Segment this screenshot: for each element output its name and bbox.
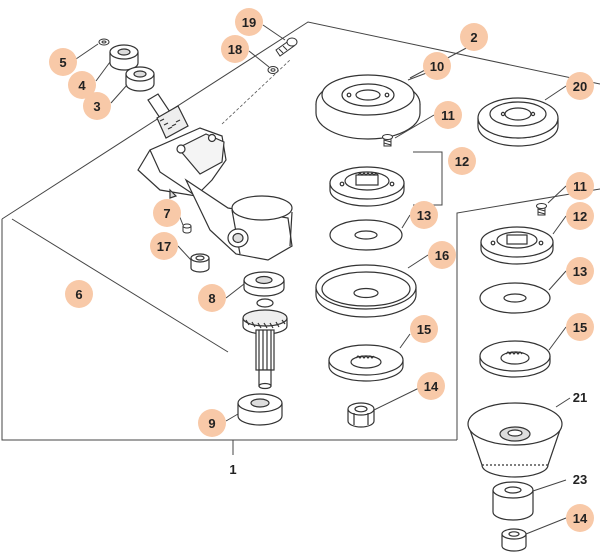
callout-4-label: 4 [78,78,86,93]
callout-7-label: 7 [163,206,170,221]
callout-15a-label: 15 [417,322,431,337]
label-1: 1 [229,462,236,477]
callout-4: 4 [68,71,96,99]
callout-5: 5 [49,48,77,76]
callout-10-label: 10 [430,59,444,74]
callout-16-label: 16 [435,248,449,263]
callout-2: 2 [460,23,488,51]
part-gear-housing [137,127,293,261]
callout-6-label: 6 [75,287,82,302]
part-screw-17 [190,253,210,273]
part-screw-11-right [536,203,547,216]
callout-3: 3 [83,92,111,120]
callout-15b: 15 [566,313,594,341]
callout-18-label: 18 [228,42,242,57]
callout-9-label: 9 [208,416,215,431]
part-disc-16 [315,264,417,318]
part-gear-shaft [242,298,288,390]
part-flange-10 [315,74,421,140]
part-thrust-plate-12 [329,166,405,207]
part-bearing-4 [109,44,139,71]
callout-18: 18 [221,35,249,63]
callout-14b-label: 14 [573,511,588,526]
part-bearing-3 [125,66,155,92]
callout-badges: 2 10 20 11 12 13 16 15 14 11 12 13 15 14… [49,8,594,532]
callout-19-label: 19 [242,15,256,30]
callout-12b-label: 12 [573,209,587,224]
label-21: 21 [573,390,587,405]
callout-12a: 12 [448,147,476,175]
callout-8: 8 [198,284,226,312]
callout-9: 9 [198,409,226,437]
callout-14b: 14 [566,504,594,532]
callout-12a-label: 12 [455,154,469,169]
callout-15a: 15 [410,315,438,343]
part-bowl-21 [467,402,563,478]
callout-11b: 11 [566,172,594,200]
callout-2-label: 2 [470,30,477,45]
part-washer-18 [267,66,279,74]
callout-13b-label: 13 [573,264,587,279]
callout-15b-label: 15 [573,320,587,335]
part-bearing-8 [243,271,285,297]
callout-20: 20 [566,72,594,100]
part-pinion-gear [147,93,189,139]
part-ring-5 [98,38,110,46]
part-bearing-9 [237,393,283,426]
part-thrust-plate-12-right [480,226,554,265]
assembly-axis [221,59,291,125]
part-nut-14-right [501,528,527,552]
callout-20-label: 20 [573,79,587,94]
part-sleeve-23 [492,481,534,521]
part-washer-13-right [479,282,551,314]
leader-6-frame [11,218,229,353]
callout-3-label: 3 [93,99,100,114]
callout-11b-label: 11 [573,179,587,194]
outline-top [1,21,600,220]
part-washer-13 [329,219,403,251]
part-screw-19 [275,37,298,57]
callout-14a-label: 14 [424,379,439,394]
label-23: 23 [573,472,587,487]
bracket-12 [413,151,443,206]
callout-8-label: 8 [208,291,215,306]
outline-right-step [456,188,600,440]
part-screw-11 [382,134,393,147]
callout-19: 19 [235,8,263,36]
callout-5-label: 5 [59,55,66,70]
callout-17: 17 [150,232,178,260]
callout-14a: 14 [417,372,445,400]
callout-6: 6 [65,280,93,308]
outline-left-bottom [1,219,233,441]
callout-13b: 13 [566,257,594,285]
callout-17-label: 17 [157,239,171,254]
part-cup-15-right [479,340,551,378]
callout-11a-label: 11 [441,108,455,123]
part-nut-14 [347,402,375,428]
part-cup-15 [328,344,404,382]
part-flange-20 [477,97,559,147]
callout-12b: 12 [566,202,594,230]
callout-13a: 13 [410,201,438,229]
callout-10: 10 [423,52,451,80]
callout-7: 7 [153,199,181,227]
assembly-outline [1,21,600,455]
callout-11a: 11 [434,101,462,129]
callout-13a-label: 13 [417,208,431,223]
part-plug-7 [182,223,192,234]
callout-16: 16 [428,241,456,269]
